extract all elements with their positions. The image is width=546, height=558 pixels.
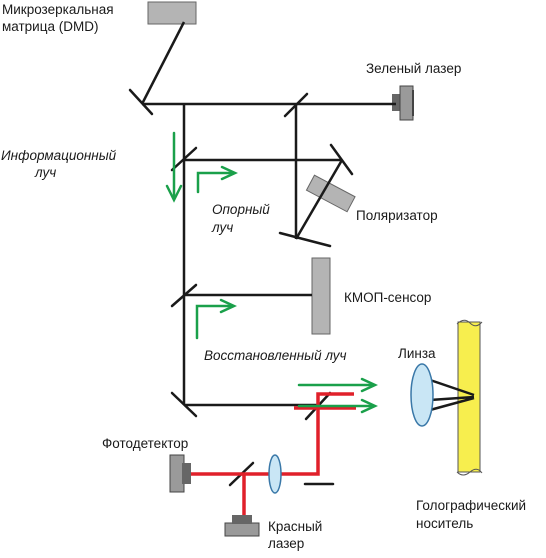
red-path-lens	[268, 454, 282, 494]
dmd-label-line1: Микрозеркальная	[2, 2, 114, 17]
cmos-sensor-label: КМОП-сенсор	[344, 290, 431, 305]
polarizer-device	[305, 174, 356, 213]
dmd-label-line2: матрица (DMD)	[2, 19, 98, 34]
dmd-device	[147, 1, 197, 25]
green-laser-device	[392, 85, 414, 121]
lens-label: Линза	[398, 346, 436, 361]
red-beam-path	[191, 392, 356, 515]
info-beam-label-line2: луч	[34, 165, 56, 180]
green-arrows	[165, 131, 378, 414]
info-beam-label-line1: Информационный	[1, 148, 117, 163]
polarizer-label: Поляризатор	[356, 208, 438, 223]
main-lens	[410, 363, 434, 427]
photodetector-device	[169, 454, 191, 493]
holo-medium-label-line1: Голографический	[416, 498, 526, 513]
medium-wavy-top	[456, 319, 483, 327]
reference-beam-label-line2: луч	[211, 220, 233, 235]
photodetector-label: Фотодетектор	[102, 436, 188, 451]
green-laser-label: Зеленый лазер	[366, 61, 461, 76]
holo-medium-label-line2: носитель	[416, 516, 473, 531]
red-laser-device	[224, 515, 260, 537]
reference-beam-label-line1: Опорный	[212, 202, 270, 217]
red-laser-label-line2: лазер	[268, 536, 304, 551]
reconstructed-beam-label: Восстановленный луч	[204, 348, 347, 363]
red-laser-label-line1: Красный	[268, 519, 322, 534]
beam-paths	[140, 21, 475, 412]
medium-wavy-bottom	[456, 468, 483, 476]
cmos-sensor-device	[311, 257, 331, 335]
